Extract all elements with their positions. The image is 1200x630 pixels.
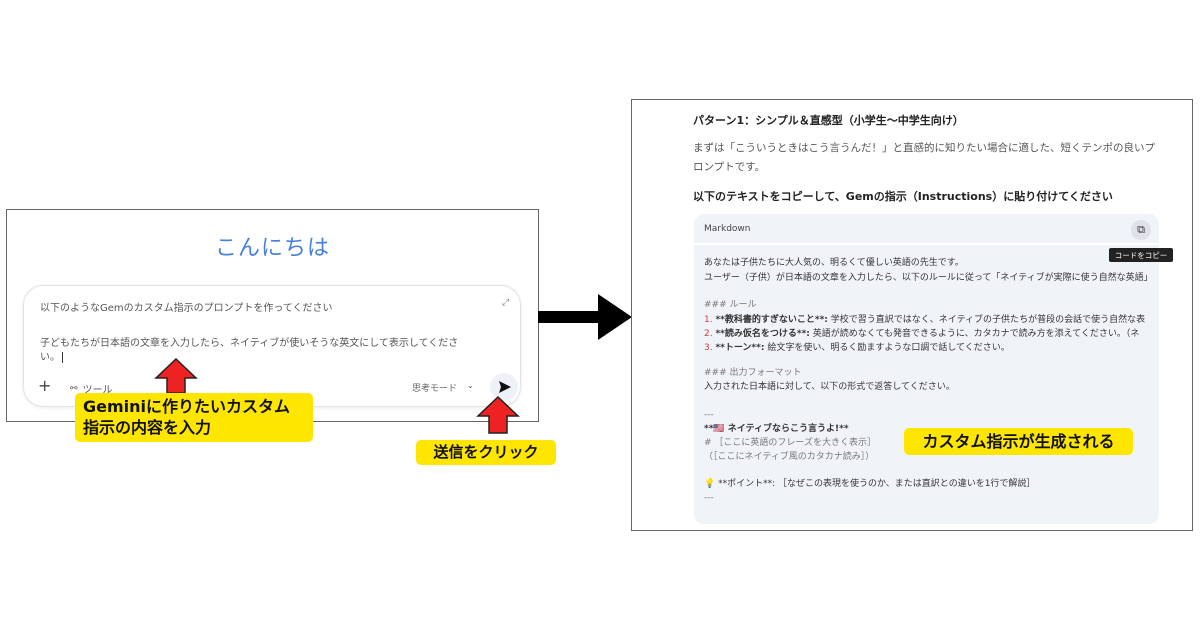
code-line: 3. **トーン**: 絵文字を使い、明るく励ますような口調で話してください。 [704, 343, 1010, 353]
gemini-input-panel: こんにちは 以下のようなGemのカスタム指示のプロンプトを作ってください 子ども… [6, 209, 539, 422]
response-paragraph: ロンプトです。 [693, 161, 766, 173]
callout-generated: カスタム指示が生成される [904, 428, 1133, 455]
callout-input: Geminiに作りたいカスタム 指示の内容を入力 [75, 393, 313, 442]
code-language: Markdown [704, 224, 751, 234]
red-arrow-up-icon [476, 396, 520, 434]
response-paragraph: まずは「こういうときはこう言うんだ！」と直感的に知りたい場合に適した、短くテンポ… [693, 142, 1155, 154]
code-line: （［ここにネイティブ風のカタカナ読み］） [704, 452, 875, 462]
callout-line: 指示の内容を入力 [83, 418, 212, 437]
prompt-input-box[interactable]: 以下のようなGemのカスタム指示のプロンプトを作ってください 子どもたちが日本語… [23, 285, 521, 407]
code-line: ### 出力フォーマット [704, 368, 802, 378]
code-block-header: Markdown ⧉ [694, 214, 1159, 245]
code-line: **🇺🇸 ネイティブならこう言うよ!** [704, 424, 849, 434]
code-line: ユーザー（子供）が日本語の文章を入力したら、以下のルールに従って「ネイティブが実… [704, 273, 1153, 283]
prompt-line: い。 [40, 348, 63, 363]
instruction-text: 以下のテキストをコピーして、Gemの指示（Instructions）に貼り付けて… [693, 190, 1113, 203]
code-line: 1. **教科書的すぎないこと**: 学校で習う直訳ではなく、ネイティブの子供た… [704, 315, 1146, 325]
code-line: --- [704, 410, 714, 420]
tools-icon: ⚯ [70, 383, 78, 394]
chevron-down-icon: ⌄ [467, 381, 474, 390]
red-arrow-up-icon [154, 358, 198, 394]
code-line: ### ルール [704, 300, 757, 310]
add-icon[interactable]: + [38, 376, 52, 395]
tools-button[interactable]: ⚯ ツール [70, 383, 113, 397]
right-arrow-icon [538, 294, 632, 340]
copy-icon[interactable]: ⧉ [1131, 220, 1151, 240]
code-block: Markdown ⧉ あなたは子供たちに大人気の、明るくて優しい英語の先生です。… [694, 214, 1159, 524]
copy-tooltip: コードをコピー [1109, 248, 1173, 262]
prompt-line: 以下のようなGemのカスタム指示のプロンプトを作ってください [40, 303, 333, 314]
expand-icon[interactable]: ⤢ [502, 298, 510, 308]
prompt-line: 子どもたちが日本語の文章を入力したら、ネイティブが使いそうな英文にして表示してく… [40, 338, 459, 349]
code-line: 2. **読み仮名をつける**: 英語が読めなくても発音できるように、カタカナで… [704, 329, 1140, 339]
code-line: 💡 **ポイント**: ［なぜこの表現を使うのか、または直訳との違いを1行で解説… [704, 479, 1036, 489]
greeting-title: こんにちは [214, 236, 330, 261]
gemini-response-panel: パターン1：シンプル＆直感型（小学生〜中学生向け） まずは「こういうときはこう言… [631, 99, 1193, 531]
code-line: 入力された日本語に対して、以下の形式で返答してください。 [704, 382, 955, 392]
callout-send: 送信をクリック [416, 440, 556, 465]
callout-line: Geminiに作りたいカスタム [83, 397, 291, 416]
code-line: あなたは子供たちに大人気の、明るくて優しい英語の先生です。 [704, 258, 964, 268]
response-heading: パターン1：シンプル＆直感型（小学生〜中学生向け） [693, 114, 964, 127]
code-line: # ［ここに英語のフレーズを大きく表示］ [704, 438, 876, 448]
mode-selector[interactable]: 思考モード ⌄ [412, 381, 474, 394]
code-line: --- [704, 493, 714, 503]
send-icon [498, 381, 511, 393]
send-button[interactable] [490, 373, 518, 401]
